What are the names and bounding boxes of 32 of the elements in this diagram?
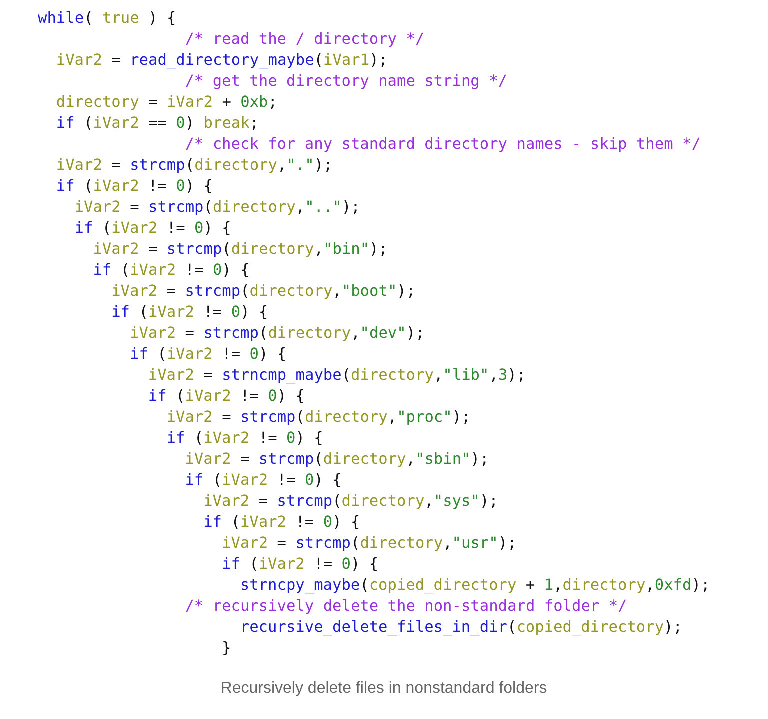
code-line: while( true ) {	[38, 8, 176, 29]
code-line: if (iVar2 != 0) {	[148, 386, 305, 407]
caption: Recursively delete files in nonstandard folders	[220, 680, 548, 698]
code-line: iVar2 = strcmp(directory,"..");	[74, 197, 360, 218]
code-line: if (iVar2 != 0) {	[74, 218, 232, 239]
code-line: /* recursively delete the non-standard folder */	[185, 596, 628, 617]
code-line: if (iVar2 != 0) {	[185, 470, 342, 491]
code-line: if (iVar2 != 0) {	[166, 428, 324, 449]
code-line: iVar2 = strcmp(directory,"dev");	[130, 323, 425, 344]
code-line: /* read the / directory */	[185, 29, 425, 50]
code-line: strncpy_maybe(copied_directory + 1,directory,0xfd);	[240, 575, 710, 596]
code-line: if (iVar2 != 0) {	[204, 512, 360, 533]
code-line: iVar2 = strcmp(directory,"sbin");	[185, 449, 490, 470]
code-line: iVar2 = strcmp(directory,".");	[56, 155, 333, 176]
code-line: iVar2 = strcmp(directory,"bin");	[93, 239, 388, 260]
code-line: }	[222, 638, 232, 659]
code-line: if (iVar2 != 0) {	[130, 344, 287, 365]
code-line: if (iVar2 != 0) {	[56, 176, 213, 197]
code-line: if (iVar2 != 0) {	[112, 302, 268, 323]
code-line: iVar2 = read_directory_maybe(iVar1);	[56, 50, 388, 71]
code-line: /* check for any standard directory names - skip them */	[185, 134, 701, 155]
code-line: iVar2 = strcmp(directory,"boot");	[112, 281, 416, 302]
code-line: iVar2 = strcmp(directory,"sys");	[204, 491, 498, 512]
code-line: directory = iVar2 + 0xb;	[56, 92, 278, 113]
code-line: iVar2 = strncmp_maybe(directory,"lib",3);	[148, 365, 526, 386]
code-line: /* get the directory name string */	[185, 71, 508, 92]
code-line: if (iVar2 != 0) {	[93, 260, 250, 281]
code-line: if (iVar2 == 0) break;	[56, 113, 260, 134]
code-line: iVar2 = strcmp(directory,"usr");	[222, 533, 517, 554]
code-line: recursive_delete_files_in_dir(copied_directory);	[240, 617, 682, 638]
code-line: iVar2 = strcmp(directory,"proc");	[166, 407, 471, 428]
code-line: if (iVar2 != 0) {	[222, 554, 379, 575]
